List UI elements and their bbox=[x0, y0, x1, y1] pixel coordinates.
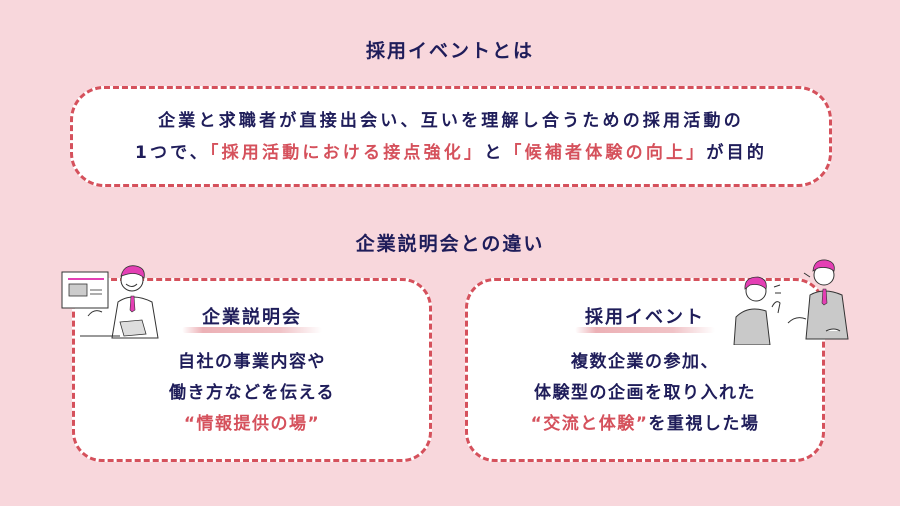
card-recruiting-event: 採用イベント 複数企業の参加、 体験型の企画を取り入れた “交流と体験”を重視し… bbox=[465, 278, 825, 462]
card-line-3: “交流と体験”を重視した場 bbox=[530, 414, 760, 434]
card-line-2: 体験型の企画を取り入れた bbox=[534, 383, 756, 403]
card-highlight: “交流と体験” bbox=[530, 414, 649, 434]
intro-mid: と bbox=[484, 142, 505, 163]
intro-prefix: 1つで、 bbox=[134, 142, 210, 163]
card-line-1: 複数企業の参加、 bbox=[571, 352, 719, 372]
card-title: 採用イベント bbox=[585, 307, 705, 328]
intro-suffix: が目的 bbox=[706, 142, 768, 163]
highlight-candidate-experience: 「候補者体験の向上」 bbox=[504, 142, 707, 163]
card-body: 複数企業の参加、 体験型の企画を取り入れた “交流と体験”を重視した場 bbox=[468, 347, 822, 440]
card-body: 自社の事業内容や 働き方などを伝える “情報提供の場” bbox=[75, 347, 429, 440]
intro-line-2: 1つで、「採用活動における接点強化」と「候補者体験の向上」が目的 bbox=[135, 137, 767, 169]
card-line-1: 自社の事業内容や bbox=[178, 352, 326, 372]
card-line-2: 働き方などを伝える bbox=[169, 383, 335, 403]
card-company-briefing: 企業説明会 自社の事業内容や 働き方などを伝える “情報提供の場” bbox=[72, 278, 432, 462]
page-title: 採用イベントとは bbox=[365, 40, 534, 62]
handshake-illustration bbox=[733, 259, 849, 345]
highlight-contact-strengthening: 「採用活動における接点強化」 bbox=[209, 142, 485, 163]
card-highlight: “情報提供の場” bbox=[183, 414, 321, 434]
brush-underline bbox=[182, 327, 322, 333]
brush-underline bbox=[575, 327, 715, 333]
section-title: 企業説明会との違い bbox=[355, 233, 545, 255]
intro-line-1: 企業と求職者が直接出会い、互いを理解し合うための採用活動の bbox=[158, 110, 744, 131]
presenter-illustration bbox=[61, 265, 159, 339]
intro-box: 企業と求職者が直接出会い、互いを理解し合うための採用活動の 1つで、「採用活動に… bbox=[70, 86, 832, 187]
card-title: 企業説明会 bbox=[202, 307, 302, 328]
